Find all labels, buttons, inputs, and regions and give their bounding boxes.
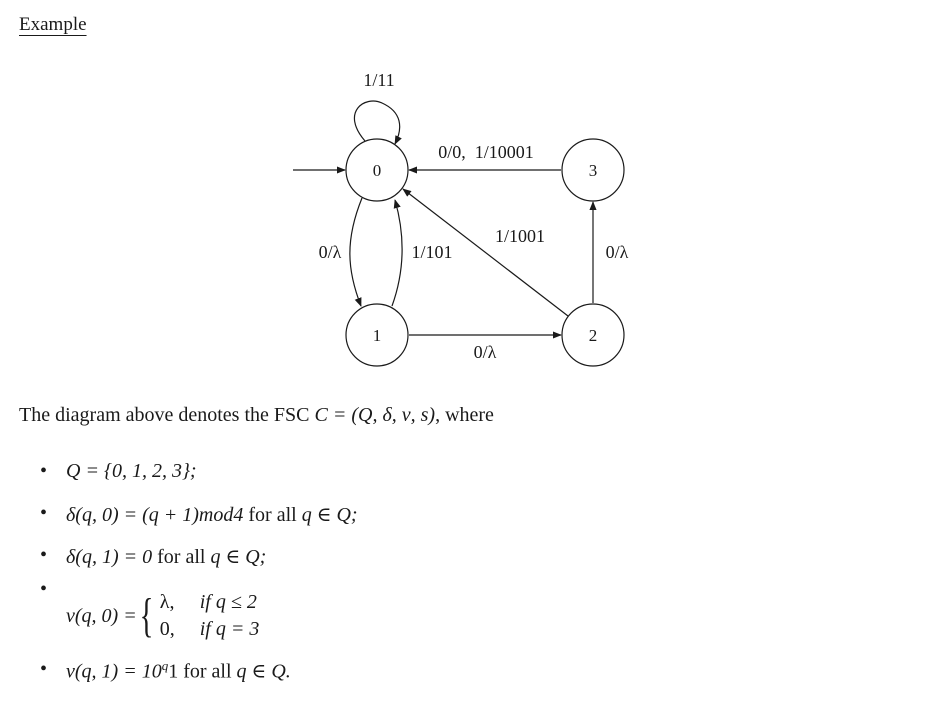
left-brace: { [139,589,154,642]
edge-0-0 [353,100,402,145]
case-row: λ, if q ≤ 2 [160,589,260,616]
bullet-states: Q = {0, 1, 2, 3}; [40,460,358,502]
example-heading: Example [19,14,87,35]
intro-prefix: The diagram above denotes the FSC [19,404,315,426]
edge-2-3-label: 0/λ [606,242,629,262]
state-0-label: 0 [373,161,382,180]
state-2-label: 2 [589,326,598,345]
output-1-domain: q ∈ Q. [236,660,291,683]
state-1-label: 1 [373,326,382,345]
output-1-text: for all [178,660,237,683]
case-row: 0, if q = 3 [160,616,260,643]
case-value: λ, [159,591,175,613]
transition-0-formula: δ(q, 0) = (q + 1)mod4 [66,504,244,526]
transition-0-text: for all [243,504,302,526]
case-value: 0, [159,618,175,640]
bullet-output-0: ν(q, 0) = { λ, if q ≤ 2 0, if q = 3 [40,578,358,654]
output-1-suffix: 1 [168,660,179,683]
fsc-state-diagram: 0 1 2 3 1/11 0/0, 1/10001 0/λ 1/101 1/10… [293,70,629,367]
bullet-transition-0: δ(q, 0) = (q + 1)mod4 for all q ∈ Q; [40,502,358,544]
intro-suffix: , where [435,404,494,426]
transition-0-domain: q ∈ Q; [301,504,358,526]
output-0-lhs: ν(q, 0) = [66,604,137,627]
edge-1-0-label: 1/101 [411,242,452,262]
edge-2-0 [402,188,569,317]
state-3-label: 3 [589,161,598,180]
transition-1-formula: δ(q, 1) = 0 [66,546,153,568]
states-formula: Q = {0, 1, 2, 3}; [66,460,197,482]
state-0 [345,138,409,202]
bullet-transition-1: δ(q, 1) = 0 for all q ∈ Q; [40,544,358,586]
edge-0-1-label: 0/λ [319,242,342,262]
case-condition: if q = 3 [199,618,260,640]
state-1 [345,303,409,367]
intro-sentence: The diagram above denotes the FSC C = (Q… [19,404,494,427]
edge-0-0-label: 1/11 [363,70,394,90]
case-condition: if q ≤ 2 [199,591,257,613]
edge-2-0-label: 1/1001 [495,226,545,246]
state-3 [561,138,625,202]
edge-1-2-label: 0/λ [474,342,497,362]
transition-1-text: for all [152,546,211,568]
transition-1-domain: q ∈ Q; [210,546,267,568]
edge-3-0-label: 0/0, 1/10001 [438,142,534,162]
edge-0-1 [349,197,363,307]
state-2 [561,303,625,367]
output-1-exponent: q [161,658,169,673]
definition-list: Q = {0, 1, 2, 3}; δ(q, 0) = (q + 1)mod4 … [40,460,358,684]
output-0-cases: λ, if q ≤ 2 0, if q = 3 [160,589,260,643]
bullet-output-1: ν(q, 1) = 10q1 for all q ∈ Q. [40,658,358,684]
intro-formula: C = (Q, δ, ν, s) [314,404,436,426]
edge-1-0 [391,199,403,307]
output-1-formula: ν(q, 1) = 10 [66,660,162,683]
output-0-piecewise: ν(q, 0) = { λ, if q ≤ 2 0, if q = 3 [66,589,259,643]
